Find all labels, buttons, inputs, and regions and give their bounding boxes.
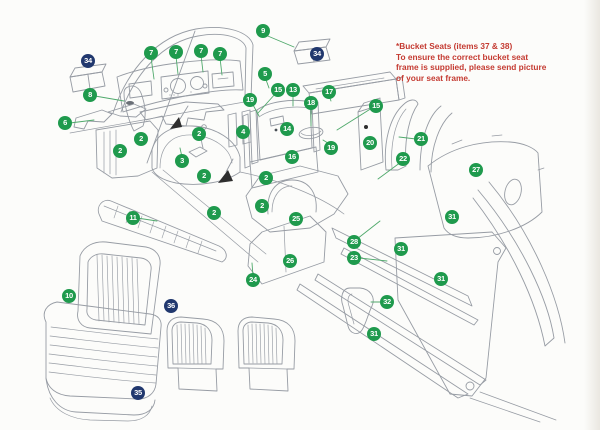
- callout-7: 7: [144, 46, 158, 60]
- handbrake-gaiter: [170, 117, 182, 129]
- callout-2: 2: [192, 127, 206, 141]
- dashboard: [116, 59, 244, 113]
- callout-2: 2: [113, 144, 127, 158]
- callout-26: 26: [283, 254, 297, 268]
- callout-13: 13: [286, 83, 300, 97]
- callout-17: 17: [322, 85, 336, 99]
- callout-20: 20: [363, 136, 377, 150]
- callout-9: 9: [256, 24, 270, 38]
- callout-18: 18: [304, 96, 318, 110]
- footwell-carpet: [95, 120, 159, 179]
- sill-trim-strips: [331, 227, 473, 307]
- callout-34: 34: [310, 47, 324, 61]
- bucket-seat-back-left: [166, 316, 225, 392]
- wheel-arch-cover: [384, 99, 419, 171]
- callout-2: 2: [207, 206, 221, 220]
- callout-31: 31: [445, 210, 459, 224]
- callout-2: 2: [259, 171, 273, 185]
- callout-23: 23: [347, 251, 361, 265]
- rear-quarter-panel: [427, 141, 543, 239]
- callout-28: 28: [347, 235, 361, 249]
- bench-seat-backrest: [77, 241, 161, 335]
- callout-24: 24: [246, 273, 260, 287]
- rear-squab-panel: [256, 99, 313, 161]
- callout-25: 25: [289, 212, 303, 226]
- callout-27: 27: [469, 163, 483, 177]
- toe-board-carpets: [73, 109, 113, 130]
- sill-carpet: [97, 199, 227, 263]
- rear-bulkhead-board: [394, 231, 507, 397]
- callout-36: 36: [164, 299, 178, 313]
- callout-6: 6: [58, 116, 72, 130]
- seat-belt-guide: [341, 287, 374, 334]
- callout-34: 34: [81, 54, 95, 68]
- callout-21: 21: [414, 132, 428, 146]
- callout-35: 35: [131, 386, 145, 400]
- note-line: of your seat frame.: [396, 72, 471, 83]
- callout-2: 2: [197, 169, 211, 183]
- heelboard-panel: [247, 215, 327, 285]
- a-pillar-trim: [123, 85, 146, 132]
- gear-lever-gaiter: [218, 170, 233, 183]
- bench-seat-cushion: [43, 301, 162, 400]
- callout-31: 31: [394, 242, 408, 256]
- callout-7: 7: [169, 45, 183, 59]
- note-heading: *Bucket Seats (items 37 & 38): [396, 41, 513, 51]
- rear-seat-pan: [245, 165, 349, 233]
- callout-10: 10: [62, 289, 76, 303]
- note-line: To ensure the correct bucket seat: [396, 51, 529, 62]
- callout-7: 7: [194, 44, 208, 58]
- callout-15: 15: [369, 99, 383, 113]
- callout-19: 19: [324, 141, 338, 155]
- callout-2: 2: [134, 132, 148, 146]
- windscreen-frame: [112, 27, 254, 114]
- callout-15: 15: [271, 83, 285, 97]
- callout-31: 31: [367, 327, 381, 341]
- callout-4: 4: [236, 125, 250, 139]
- callout-16: 16: [285, 150, 299, 164]
- callout-19: 19: [243, 93, 257, 107]
- callout-5: 5: [258, 67, 272, 81]
- callout-11: 11: [126, 211, 140, 225]
- bucket-seats-note: *Bucket Seats (items 37 & 38) To ensure …: [396, 41, 556, 83]
- callout-2: 2: [255, 199, 269, 213]
- callout-22: 22: [396, 152, 410, 166]
- callout-32: 32: [380, 295, 394, 309]
- callout-3: 3: [175, 154, 189, 168]
- callout-14: 14: [280, 122, 294, 136]
- callout-31: 31: [434, 272, 448, 286]
- callout-7: 7: [213, 47, 227, 61]
- scan-paper-edge: [584, 0, 600, 430]
- note-line: frame is supplied, please send picture: [396, 62, 547, 73]
- callout-8: 8: [83, 88, 97, 102]
- bucket-seat-back-right: [237, 316, 296, 392]
